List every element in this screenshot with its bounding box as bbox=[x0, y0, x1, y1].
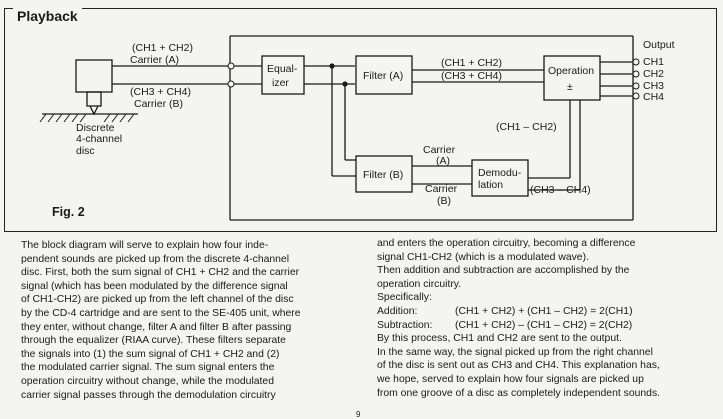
output-label: Output bbox=[643, 39, 675, 51]
output-ch3: CH3 bbox=[643, 80, 664, 92]
demodulation-label-2: lation bbox=[478, 179, 503, 191]
diff-34-label: (CH3 – CH4) bbox=[530, 184, 591, 196]
cartridge-stylus bbox=[86, 91, 102, 107]
section-title: Playback bbox=[13, 8, 82, 24]
text-line: Specifically: bbox=[377, 292, 432, 304]
left-top-label-2: Carrier (A) bbox=[130, 54, 179, 66]
carrier-b-label-1: Carrier bbox=[425, 183, 458, 195]
output-ch4: CH4 bbox=[643, 91, 664, 103]
right-column-text: and enters the operation circuitry, beco… bbox=[377, 237, 695, 400]
formula-expr: (CH1 + CH2) + (CH1 – CH2) = 2(CH1) bbox=[455, 305, 633, 317]
left-top-label-1: (CH1 + CH2) bbox=[132, 42, 193, 54]
diagram-frame: Playback bbox=[4, 8, 717, 232]
text-line: from one groove of a disc as completely … bbox=[377, 387, 661, 399]
text-line: signal (which has been modulated by the … bbox=[21, 280, 288, 292]
text-line: they enter, without change, filter A and… bbox=[21, 321, 292, 333]
equalizer-block bbox=[261, 55, 305, 95]
page-number: 9 bbox=[356, 410, 361, 419]
text-line: Then addition and subtraction are accomp… bbox=[377, 265, 630, 277]
text-line: the signals into (1) the sum signal of C… bbox=[21, 348, 280, 360]
disc-label-3: disc bbox=[76, 145, 95, 157]
text-line: The block diagram will serve to explain … bbox=[21, 240, 269, 251]
left-bottom-label-1: (CH3 + CH4) bbox=[130, 86, 191, 98]
disc-label-2: 4-channel bbox=[76, 133, 122, 145]
text-line: pendent sounds are picked up from the di… bbox=[21, 253, 290, 265]
text-line: operation circuitry. bbox=[377, 278, 462, 290]
left-column-text: The block diagram will serve to explain … bbox=[21, 239, 357, 402]
formula-expr: (CH1 + CH2) – (CH1 – CH2) = 2(CH2) bbox=[455, 319, 633, 331]
text-line: and enters the operation circuitry, beco… bbox=[377, 238, 636, 249]
carrier-b-label-2: (B) bbox=[437, 195, 451, 207]
text-line: signal CH1-CH2 (which is a modulated wav… bbox=[377, 251, 589, 263]
carrier-a-label-2: (A) bbox=[436, 155, 450, 167]
text-line: of the disc is sent out as CH3 and CH4. … bbox=[377, 360, 660, 372]
operation-label: Operation bbox=[548, 65, 594, 77]
sum-34-label: (CH3 + CH4) bbox=[441, 70, 502, 82]
output-ch2: CH2 bbox=[643, 68, 664, 80]
filter-b-block bbox=[355, 155, 413, 193]
text-line: operation circuitry without change, whil… bbox=[21, 375, 274, 387]
text-line: carrier signal passes through the demodu… bbox=[21, 389, 276, 401]
text-line: the modulated carrier signal. The sum si… bbox=[21, 362, 275, 374]
fig-label: Fig. 2 bbox=[52, 205, 85, 219]
formula-label: Addition: bbox=[377, 305, 418, 317]
text-line: by the CD-4 cartridge and are sent to th… bbox=[21, 307, 301, 319]
filter-a-label: Filter (A) bbox=[363, 70, 403, 82]
block-diagram: (CH1 + CH2) Carrier (A) (CH3 + CH4) Carr… bbox=[39, 35, 675, 221]
text-line: through the equalizer (RIAA curve). Thes… bbox=[21, 335, 286, 347]
text-line: of CH1-CH2) are picked up from the left … bbox=[21, 294, 294, 306]
diff-12-label: (CH1 – CH2) bbox=[496, 121, 557, 133]
carrier-a-label-1: Carrier bbox=[423, 144, 456, 156]
operation-sign: ± bbox=[567, 81, 573, 93]
disc-label-1: Discrete bbox=[76, 122, 115, 134]
cartridge-box bbox=[75, 59, 113, 93]
text-line: By this process, CH1 and CH2 are sent to… bbox=[377, 333, 622, 345]
formula-label: Subtraction: bbox=[377, 319, 433, 331]
equalizer-label-2: izer bbox=[272, 77, 289, 89]
formula-subtraction: Subtraction: (CH1 + CH2) – (CH1 – CH2) =… bbox=[377, 319, 695, 333]
output-ch1: CH1 bbox=[643, 56, 664, 68]
operation-block bbox=[543, 55, 601, 101]
left-bottom-label-2: Carrier (B) bbox=[134, 98, 183, 110]
equalizer-label-1: Equal- bbox=[267, 63, 298, 75]
text-line: disc. First, both the sum signal of CH1 … bbox=[21, 267, 300, 279]
sum-12-label: (CH1 + CH2) bbox=[441, 57, 502, 69]
demodulation-label-1: Demodu- bbox=[478, 167, 522, 179]
text-line: we hope, served to explain how four sign… bbox=[377, 373, 644, 385]
text-line: In the same way, the signal picked up fr… bbox=[377, 346, 653, 358]
filter-a-block bbox=[355, 55, 413, 95]
filter-b-label: Filter (B) bbox=[363, 169, 403, 181]
formula-addition: Addition: (CH1 + CH2) + (CH1 – CH2) = 2(… bbox=[377, 305, 695, 319]
